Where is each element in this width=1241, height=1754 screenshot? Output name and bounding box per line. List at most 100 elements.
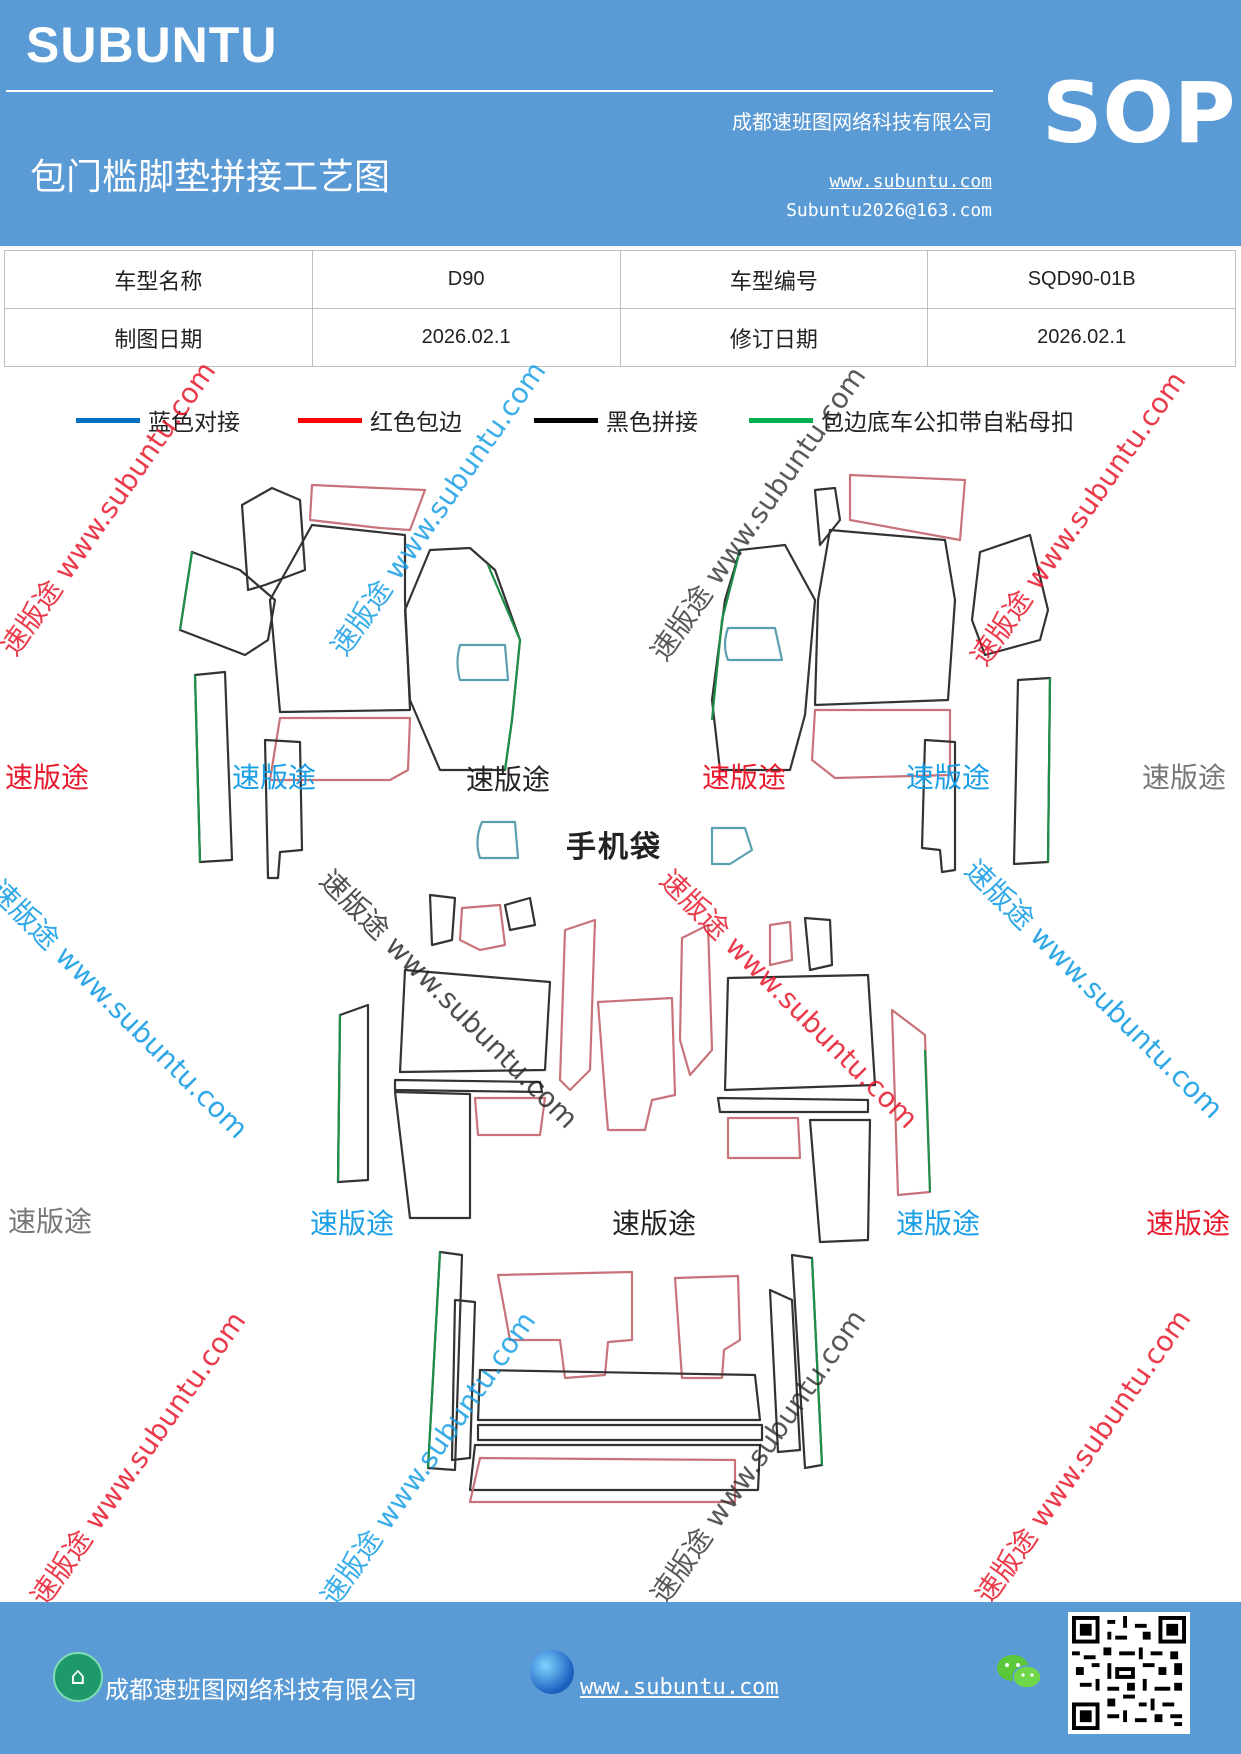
mat-piece-green-edge	[193, 674, 202, 863]
mat-piece	[808, 1118, 872, 1244]
model-name-value: D90	[311, 250, 621, 309]
watermark-label: 速版途	[896, 1207, 981, 1240]
mat-piece	[673, 1274, 742, 1380]
mat-piece	[476, 1368, 762, 1422]
footer-website-link[interactable]: www.subuntu.com	[580, 1675, 779, 1700]
watermark-label: 速版途	[8, 1205, 93, 1238]
watermark-label: 速版途	[702, 761, 787, 794]
mat-piece	[468, 1456, 737, 1504]
mat-piece	[768, 1288, 802, 1454]
legend-label: 红色包边	[370, 410, 462, 436]
mat-piece	[403, 546, 522, 772]
watermark-label: 速版途	[310, 1207, 395, 1240]
mat-piece	[810, 708, 952, 780]
vehicle-info-table: 车型名称 D90 车型编号 SQD90-01B 制图日期 2026.02.1 修…	[4, 250, 1236, 367]
mat-piece	[920, 738, 957, 874]
watermark-label: 速版途	[612, 1207, 697, 1240]
model-code-label: 车型编号	[619, 250, 929, 309]
legend-item-red: 红色包边	[298, 402, 462, 438]
mat-piece	[178, 550, 277, 657]
mat-piece	[848, 473, 967, 542]
mat-piece	[393, 1090, 472, 1220]
mat-piece	[398, 968, 552, 1074]
brand-logo-text: SUBUNTU	[26, 17, 278, 73]
draw-date-label: 制图日期	[4, 308, 313, 367]
mat-piece	[268, 523, 412, 714]
mat-piece-green-edge	[178, 551, 194, 631]
legend-label: 黑色拼接	[606, 410, 698, 436]
mat-piece-green-edge	[486, 564, 522, 771]
mat-piece	[458, 903, 507, 952]
legend-swatch	[749, 417, 813, 423]
mat-piece	[726, 1116, 802, 1160]
mat-piece	[813, 528, 957, 707]
revise-date-value: 2026.02.1	[927, 308, 1236, 367]
phone-bag-right	[710, 826, 754, 866]
model-name-label: 车型名称	[4, 250, 313, 309]
legend-swatch	[76, 417, 140, 423]
phone-bag-label: 手机袋	[566, 830, 662, 865]
revise-date-label: 修订日期	[619, 308, 929, 367]
mat-piece	[263, 738, 304, 880]
mat-piece	[336, 1003, 370, 1184]
legend-item-black: 黑色拼接	[534, 402, 698, 438]
mat-piece	[970, 533, 1050, 657]
model-code-value: SQD90-01B	[927, 250, 1236, 309]
mat-piece	[193, 670, 234, 864]
header-email: Subuntu2026@163.com	[786, 200, 992, 221]
mat-piece	[268, 716, 412, 782]
table-row: 车型名称 D90 车型编号 SQD90-01B	[4, 250, 1236, 309]
footer-company: 成都速班图网络科技有限公司	[105, 1676, 417, 1704]
mat-piece-green-edge	[923, 1049, 932, 1193]
mat-piece	[1012, 676, 1052, 866]
house-icon: ⌂	[53, 1652, 103, 1702]
mat-piece	[308, 483, 427, 532]
watermark-label: 速版途	[466, 763, 551, 796]
mat-piece	[428, 893, 457, 947]
header-website-link[interactable]: www.subuntu.com	[829, 171, 992, 192]
mat-piece	[503, 896, 537, 932]
mat-piece-green-edge	[810, 1257, 824, 1466]
mat-piece	[476, 1423, 764, 1442]
mat-piece	[803, 916, 834, 972]
legend-label: 包边底车公扣带自粘母扣	[821, 410, 1074, 436]
mat-piece-green-edge	[1046, 677, 1052, 863]
mat-piece	[723, 626, 784, 662]
mat-piece	[558, 918, 597, 1092]
mat-piece	[723, 973, 877, 1092]
mat-piece	[473, 1096, 547, 1137]
mat-piece-green-edge	[710, 549, 742, 721]
mat-piece	[596, 996, 677, 1132]
mat-piece	[678, 923, 714, 1077]
legend-swatch	[534, 417, 598, 423]
watermark-label: 速版途	[1142, 761, 1227, 794]
mat-piece	[456, 643, 510, 682]
mat-piece	[716, 1096, 870, 1114]
sop-title: SOP	[1042, 64, 1236, 162]
globe-icon	[530, 1650, 574, 1694]
legend-swatch	[298, 417, 362, 423]
qr-code	[1068, 1612, 1190, 1734]
mat-piece	[468, 1443, 762, 1492]
watermark-label: 速版途	[5, 761, 90, 794]
draw-date-value: 2026.02.1	[311, 308, 621, 367]
page-title: 包门槛脚垫拼接工艺图	[30, 157, 391, 198]
legend-item-blue: 蓝色对接	[76, 402, 240, 438]
legend-label: 蓝色对接	[148, 410, 240, 436]
mat-piece	[813, 486, 842, 547]
phone-bag-left	[476, 820, 520, 860]
header-banner	[0, 0, 1241, 246]
mat-piece	[393, 1078, 544, 1094]
mat-piece	[496, 1270, 634, 1380]
legend-item-green: 包边底车公扣带自粘母扣	[749, 402, 1074, 438]
watermark-label: 速版途	[1146, 1207, 1231, 1240]
table-row: 制图日期 2026.02.1 修订日期 2026.02.1	[4, 308, 1236, 367]
mat-piece	[768, 920, 794, 967]
qr-code-pattern	[1072, 1616, 1186, 1730]
mat-piece-green-edge	[336, 1014, 342, 1183]
mat-piece-green-edge	[426, 1251, 442, 1469]
header-divider	[6, 90, 993, 92]
watermark-label: 速版途	[906, 761, 991, 794]
watermark-label: 速版途	[232, 761, 317, 794]
